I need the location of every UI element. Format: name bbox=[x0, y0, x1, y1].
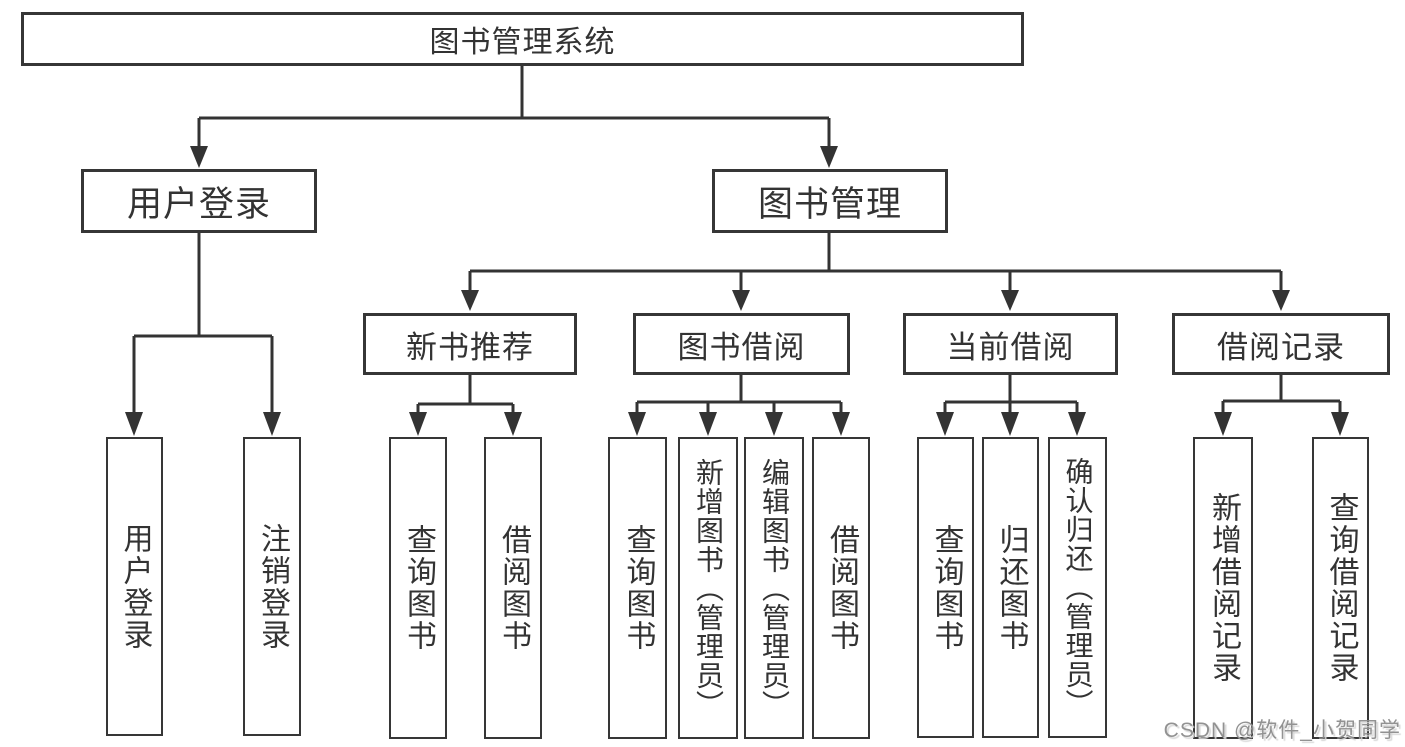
arrowhead bbox=[732, 290, 750, 311]
arrowhead bbox=[263, 412, 281, 436]
leaf-label: 查询图书 bbox=[402, 524, 435, 652]
leaf-query-books-recommend: 查询图书 bbox=[389, 437, 447, 739]
arrowhead bbox=[1214, 412, 1232, 436]
node-book-management: 图书管理 bbox=[712, 169, 948, 233]
arrowhead bbox=[1001, 290, 1019, 311]
connector-new-book-branch bbox=[416, 375, 515, 413]
arrowhead bbox=[820, 146, 838, 168]
leaf-add-book-admin: 新增图书（管理员） bbox=[678, 437, 738, 739]
leaf-label: 新增借阅记录 bbox=[1207, 492, 1240, 684]
leaf-query-borrow-record: 查询借阅记录 bbox=[1312, 437, 1369, 739]
leaf-add-borrow-record: 新增借阅记录 bbox=[1193, 437, 1253, 739]
connector-root-to-level2 bbox=[197, 66, 831, 147]
leaf-logout: 注销登录 bbox=[243, 437, 301, 736]
leaf-label: 查询借阅记录 bbox=[1324, 492, 1358, 684]
arrowhead bbox=[504, 412, 522, 436]
leaf-label: 新增图书（管理员） bbox=[693, 457, 724, 719]
leaf-confirm-return-admin: 确认归还（管理员） bbox=[1048, 437, 1107, 738]
csdn-watermark: CSDN @软件_小贺同学 bbox=[1163, 719, 1401, 742]
connector-user-login-branch bbox=[132, 233, 274, 413]
node-new-book-recommendation: 新书推荐 bbox=[363, 313, 577, 375]
node-library-management-system: 图书管理系统 bbox=[21, 12, 1024, 66]
leaf-label: 用户登录 bbox=[118, 522, 152, 651]
connector-current-borrow-branch bbox=[943, 375, 1079, 413]
node-borrowing-records: 借阅记录 bbox=[1172, 313, 1390, 375]
leaf-label: 借阅图书 bbox=[497, 524, 530, 652]
arrowhead bbox=[409, 412, 427, 436]
arrowhead bbox=[936, 412, 954, 436]
leaf-user-login: 用户登录 bbox=[106, 437, 163, 736]
leaf-label: 确认归还（管理员） bbox=[1062, 457, 1094, 718]
leaf-borrow-books-recommend: 借阅图书 bbox=[484, 437, 542, 739]
leaf-label: 借阅图书 bbox=[825, 524, 858, 652]
leaf-label: 查询图书 bbox=[621, 524, 655, 652]
node-current-borrowing: 当前借阅 bbox=[903, 313, 1118, 375]
leaf-borrow-books-borrowing: 借阅图书 bbox=[812, 437, 870, 739]
arrowhead bbox=[1001, 412, 1019, 436]
connector-book-management-branch bbox=[468, 233, 1283, 291]
leaf-label: 编辑图书（管理员） bbox=[759, 457, 790, 719]
arrowhead bbox=[1068, 412, 1086, 436]
arrowhead bbox=[832, 412, 850, 436]
node-book-borrowing: 图书借阅 bbox=[633, 313, 850, 375]
arrowhead bbox=[1272, 290, 1290, 311]
arrowhead bbox=[628, 412, 646, 436]
connector-book-borrow-branch bbox=[635, 375, 843, 413]
node-user-login: 用户登录 bbox=[81, 169, 317, 233]
arrowhead bbox=[190, 146, 208, 168]
connector-borrow-records-branch bbox=[1221, 375, 1342, 413]
leaf-label: 注销登录 bbox=[256, 522, 289, 651]
arrowhead bbox=[125, 412, 143, 436]
leaf-query-books-borrowing: 查询图书 bbox=[608, 437, 667, 739]
arrowhead bbox=[699, 412, 717, 436]
leaf-label: 归还图书 bbox=[994, 523, 1028, 652]
arrowhead bbox=[461, 290, 479, 311]
leaf-edit-book-admin: 编辑图书（管理员） bbox=[744, 437, 804, 739]
leaf-query-books-current: 查询图书 bbox=[917, 437, 974, 738]
arrowhead bbox=[1331, 412, 1349, 436]
leaf-return-book: 归还图书 bbox=[982, 437, 1039, 738]
leaf-label: 查询图书 bbox=[929, 523, 963, 652]
arrowhead bbox=[765, 412, 783, 436]
